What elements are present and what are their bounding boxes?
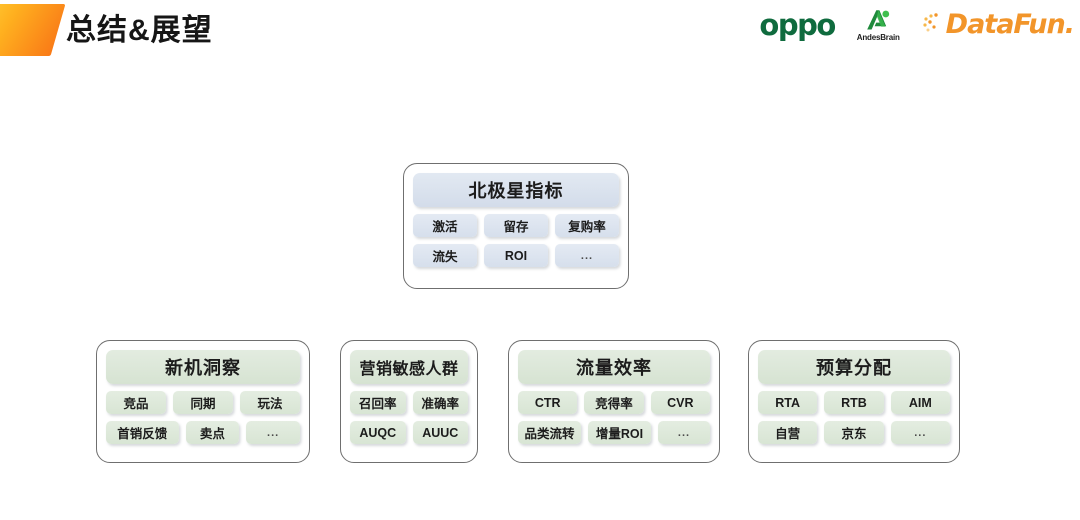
andesbrain-logo: AndesBrain [857, 8, 900, 43]
page-title: 总结&展望 [66, 14, 213, 47]
card-budget-allocation-row-1: RTA RTB AIM [758, 391, 950, 414]
chip-cvr[interactable]: CVR [650, 391, 710, 414]
chip-competitor[interactable]: 竞品 [106, 391, 166, 414]
chip-aim[interactable]: AIM [890, 391, 950, 414]
chip-gameplay[interactable]: 玩法 [240, 391, 300, 414]
chip-ctr[interactable]: CTR [518, 391, 578, 414]
chip-first-sale-feedback[interactable]: 首销反馈 [106, 421, 179, 444]
card-new-device-insight-row-1: 竞品 同期 玩法 [106, 391, 300, 414]
datafun-wordmark: DataFun. [945, 9, 1075, 40]
chip-jd[interactable]: 京东 [824, 421, 884, 444]
card-traffic-efficiency-row-2: 品类流转 增量ROI ... [518, 421, 710, 444]
card-budget-allocation-title: 预算分配 [758, 350, 950, 384]
chip-win-rate[interactable]: 竞得率 [584, 391, 644, 414]
card-northstar-title: 北极星指标 [413, 173, 619, 207]
andesbrain-a-icon [865, 8, 891, 32]
card-budget-allocation-row-2: 自营 京东 ... [758, 421, 950, 444]
logo-bar: oppo AndesBrain [759, 2, 1075, 48]
chip-rtb[interactable]: RTB [824, 391, 884, 414]
card-new-device-insight-title: 新机洞察 [106, 350, 300, 384]
chip-same-period[interactable]: 同期 [173, 391, 233, 414]
chip-precision-rate[interactable]: 准确率 [412, 391, 468, 414]
chip-category-flow[interactable]: 品类流转 [518, 421, 581, 444]
chip-incremental-roi[interactable]: 增量ROI [588, 421, 651, 444]
card-northstar-row-1: 激活 留存 复购率 [413, 214, 619, 237]
chip-more[interactable]: ... [246, 421, 300, 444]
card-budget-allocation[interactable]: 预算分配 RTA RTB AIM 自营 京东 ... [748, 340, 960, 463]
chip-selling-point[interactable]: 卖点 [185, 421, 240, 444]
chip-repurchase-rate[interactable]: 复购率 [555, 214, 619, 237]
chip-auqc[interactable]: AUQC [350, 421, 406, 444]
chip-activation[interactable]: 激活 [413, 214, 477, 237]
chip-churn[interactable]: 流失 [413, 244, 477, 267]
card-northstar[interactable]: 北极星指标 激活 留存 复购率 流失 ROI ... [403, 163, 629, 289]
oppo-logo: oppo [759, 8, 836, 42]
chip-self-operated[interactable]: 自营 [758, 421, 818, 444]
chip-auuc[interactable]: AUUC [412, 421, 468, 444]
orange-accent-shape [0, 4, 66, 56]
chip-rta[interactable]: RTA [758, 391, 818, 414]
card-new-device-insight-row-2: 首销反馈 卖点 ... [106, 421, 300, 444]
card-marketing-sensitive-audience-row-1: 召回率 准确率 [350, 391, 468, 414]
card-marketing-sensitive-audience[interactable]: 营销敏感人群 召回率 准确率 AUQC AUUC [340, 340, 478, 463]
card-northstar-row-2: 流失 ROI ... [413, 244, 619, 267]
card-marketing-sensitive-audience-row-2: AUQC AUUC [350, 421, 468, 444]
chip-roi[interactable]: ROI [484, 244, 548, 267]
chip-recall-rate[interactable]: 召回率 [350, 391, 406, 414]
slide-header: 总结&展望 oppo AndesBrain [0, 0, 1080, 70]
datafun-logo: DataFun. [922, 9, 1075, 40]
card-new-device-insight[interactable]: 新机洞察 竞品 同期 玩法 首销反馈 卖点 ... [96, 340, 310, 463]
card-traffic-efficiency-title: 流量效率 [518, 350, 710, 384]
card-marketing-sensitive-audience-title: 营销敏感人群 [350, 350, 468, 384]
chip-more[interactable]: ... [658, 421, 710, 444]
card-traffic-efficiency-row-1: CTR 竞得率 CVR [518, 391, 710, 414]
datafun-dots-icon [922, 11, 944, 40]
andesbrain-wordmark: AndesBrain [856, 32, 900, 42]
chip-more[interactable]: ... [555, 244, 619, 267]
chip-retention[interactable]: 留存 [484, 214, 548, 237]
card-traffic-efficiency[interactable]: 流量效率 CTR 竞得率 CVR 品类流转 增量ROI ... [508, 340, 720, 463]
chip-more[interactable]: ... [890, 421, 950, 444]
